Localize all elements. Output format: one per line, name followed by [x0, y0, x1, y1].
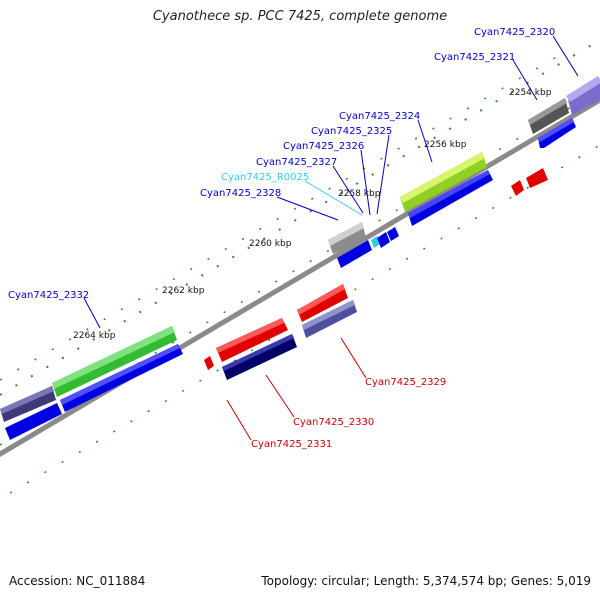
gene-feature[interactable]	[297, 284, 345, 315]
gene-feature[interactable]	[222, 334, 297, 380]
gene-label[interactable]: Cyan7425_2326	[283, 141, 364, 152]
ruler-label: 2260 kbp	[249, 239, 292, 249]
gene-feature[interactable]	[528, 98, 567, 125]
gene-feature[interactable]	[400, 152, 485, 203]
gene-feature[interactable]	[377, 232, 390, 248]
gene-label[interactable]: Cyan7425_2328	[200, 188, 281, 199]
ruler-label: 2264 kbp	[73, 331, 116, 341]
forward-genes	[0, 76, 600, 440]
ruler-label: 2258 kbp	[338, 189, 381, 199]
gene-feature[interactable]	[328, 222, 364, 246]
gene-feature[interactable]	[60, 344, 180, 405]
gene-feature[interactable]	[526, 168, 548, 188]
gene-feature[interactable]	[52, 326, 175, 389]
gene-label[interactable]: Cyan7425_2320	[474, 27, 555, 38]
reverse-genes	[204, 168, 548, 380]
leader-lines	[83, 35, 579, 441]
gene-label[interactable]: Cyan7425_R0025	[221, 172, 309, 183]
scale-track-group	[0, 54, 600, 494]
ruler-label: 2256 kbp	[424, 140, 467, 150]
gene-label[interactable]: Cyan7425_2330	[293, 417, 374, 428]
accession-text: Accession: NC_011884	[9, 574, 146, 588]
gene-feature[interactable]	[408, 170, 490, 218]
gene-label[interactable]: Cyan7425_2329	[365, 377, 446, 388]
gene-label[interactable]: Cyan7425_2325	[311, 126, 392, 137]
gene-feature[interactable]	[387, 227, 399, 241]
gene-label[interactable]: Cyan7425_2332	[8, 290, 89, 301]
page-title: Cyanothece sp. PCC 7425, complete genome	[152, 9, 448, 24]
gene-feature[interactable]	[511, 180, 524, 196]
scale-track	[0, 89, 600, 446]
gene-feature[interactable]	[0, 386, 54, 414]
gene-feature[interactable]	[5, 403, 62, 440]
gene-label[interactable]: Cyan7425_2321	[434, 52, 515, 63]
gene-label[interactable]: Cyan7425_2331	[251, 439, 332, 450]
gene-feature[interactable]	[337, 240, 372, 268]
gene-feature[interactable]	[222, 334, 294, 371]
gene-feature[interactable]	[204, 356, 214, 370]
ruler-label: 2262 kbp	[162, 286, 205, 296]
gene-feature[interactable]	[566, 76, 600, 102]
gene-label[interactable]: Cyan7425_2327	[256, 157, 337, 168]
genome-summary-text: Topology: circular; Length: 5,374,574 bp…	[261, 574, 591, 588]
gene-feature[interactable]	[216, 318, 284, 353]
ruler-label: 2254 kbp	[509, 88, 552, 98]
genome-backbone	[0, 97, 600, 457]
gene-label[interactable]: Cyan7425_2324	[339, 111, 420, 122]
gene-feature[interactable]	[302, 300, 355, 330]
gene-feature[interactable]	[538, 118, 574, 142]
gene-feature[interactable]	[568, 80, 600, 115]
